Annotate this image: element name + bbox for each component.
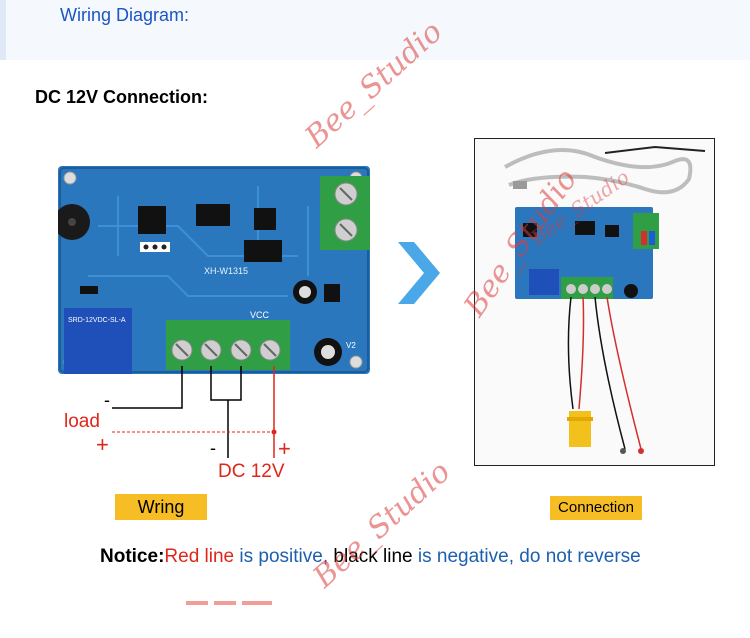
header-title: Wiring Diagram:: [60, 5, 190, 25]
notice-text: Notice:Red line is positive, black line …: [100, 546, 641, 568]
vcc-label: VCC: [250, 310, 270, 320]
relay-label: SRD-12VDC-SL-A: [68, 317, 126, 324]
header-accent: [0, 0, 6, 60]
connection-label: Connection: [550, 496, 642, 520]
load-plus-sign: +: [96, 432, 109, 457]
notice-prefix: Notice:: [100, 546, 165, 567]
v2-label: V2: [346, 341, 356, 350]
connection-photo: [474, 138, 715, 466]
notice-black-line: black line: [333, 546, 413, 567]
header-band: [0, 0, 750, 60]
section-title: DC 12V Connection:: [35, 87, 209, 107]
dc-12v-label: DC 12V: [218, 461, 285, 482]
wring-label: Wring: [115, 494, 207, 520]
watermark: Bee_Studio: [306, 454, 458, 595]
dc-plus-sign: +: [278, 436, 291, 461]
notice-is-negative: is negative, do not reverse: [412, 546, 641, 567]
notice-red-line: Red line: [164, 546, 235, 567]
dc-minus-sign: -: [210, 438, 216, 458]
notice-is-positive: is positive,: [234, 546, 334, 567]
faded-text-fragment: [186, 592, 306, 605]
thermostat-board-image: XH-W1315 SRD-12VDC-SL-A VCC V2: [58, 166, 370, 374]
load-label: load: [64, 411, 100, 432]
chevron-right-icon: [398, 242, 440, 304]
board-model-label: XH-W1315: [204, 266, 248, 276]
load-minus-sign: -: [104, 390, 110, 410]
